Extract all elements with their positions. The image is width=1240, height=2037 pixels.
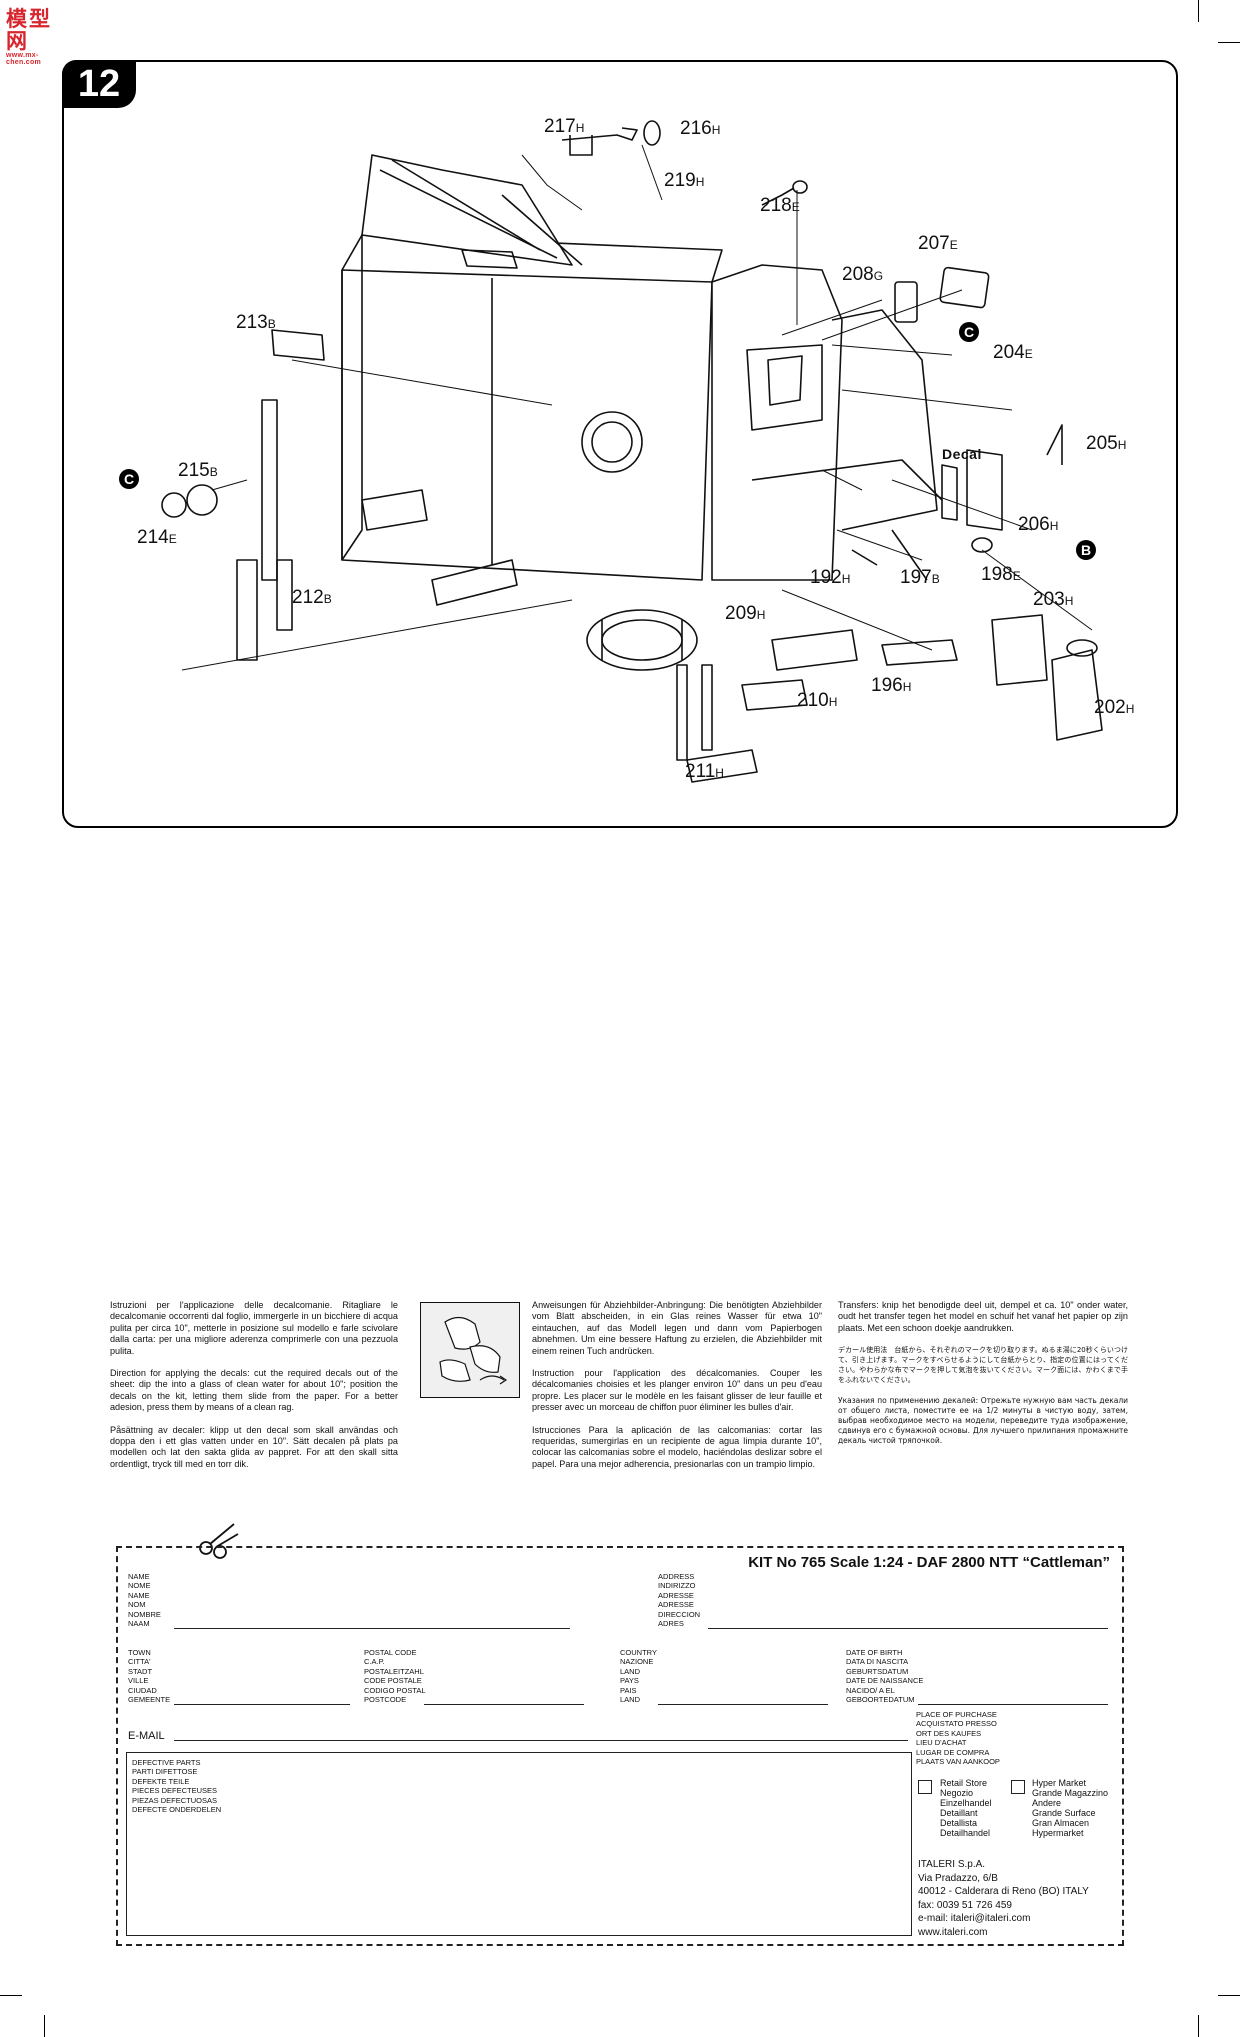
name-label: NAME NOME NAME NOM NOMBRE NAAM <box>128 1572 161 1629</box>
instruction-text: デカール使用法 台紙から、それぞれのマークを切り取ります。ぬるま湯に20秒くらい… <box>838 1346 1128 1385</box>
instruction-text: Istruzioni per l'applicazione delle deca… <box>110 1300 398 1356</box>
hyper-market-label: Hyper Market Grande Magazzino Andere Gra… <box>1032 1778 1109 1838</box>
marker-c: C <box>959 322 979 342</box>
email-field[interactable] <box>174 1740 908 1741</box>
part-label: 198E <box>981 564 1021 585</box>
instruction-text: Указания по применению декалей: Отрежьте… <box>838 1396 1128 1446</box>
date-of-birth-label: DATE OF BIRTH DATA DI NASCITA GEBURTSDAT… <box>846 1648 924 1705</box>
part-label: 216H <box>680 118 721 139</box>
step-number: 12 <box>62 60 136 108</box>
part-label: 218E <box>760 195 800 216</box>
defective-parts-label: DEFECTIVE PARTS PARTI DIFETTOSE DEFEKTE … <box>132 1758 222 1815</box>
part-label: 203H <box>1033 589 1074 610</box>
part-label: 214E <box>137 527 177 548</box>
crop-mark <box>1198 0 1199 22</box>
part-label: 196H <box>871 675 912 696</box>
town-field[interactable] <box>174 1704 350 1705</box>
part-label: 202H <box>1094 697 1135 718</box>
instruction-text: Transfers: knip het benodigde deel uit, … <box>838 1300 1128 1333</box>
logo-text: 模型网 <box>6 7 52 53</box>
country-field[interactable] <box>658 1704 828 1705</box>
crop-mark <box>0 1995 22 1996</box>
instructions-col-2: Anweisungen für Abziehbilder-Anbringung:… <box>532 1300 822 1481</box>
defective-parts-field[interactable] <box>126 1752 912 1936</box>
step-frame <box>62 60 1178 828</box>
instructions-col-3: Transfers: knip het benodigde deel uit, … <box>838 1300 1128 1457</box>
part-label: 204E <box>993 342 1033 363</box>
instruction-text: Anweisungen für Abziehbilder-Anbringung:… <box>532 1300 822 1356</box>
instruction-text: Instruction pour l'application des décal… <box>532 1368 822 1413</box>
part-label: 209H <box>725 603 766 624</box>
assembly-diagram <box>161 120 1103 783</box>
site-logo: 模型网 www.mx-chen.com <box>6 8 68 66</box>
place-of-purchase-label: PLACE OF PURCHASE ACQUISTATO PRESSO ORT … <box>916 1710 1000 1767</box>
crop-mark <box>44 2015 45 2037</box>
part-label: 208G <box>842 264 884 285</box>
part-label: 210H <box>797 690 838 711</box>
postal-code-field[interactable] <box>424 1704 584 1705</box>
registration-form: KIT No 765 Scale 1:24 - DAF 2800 NTT “Ca… <box>116 1546 1124 1946</box>
marker-b: B <box>1076 540 1096 560</box>
town-label: TOWN CITTA' STADT VILLE CIUDAD GEMEENTE <box>128 1648 171 1705</box>
instruction-text: Istrucciones Para la aplicación de las c… <box>532 1424 822 1469</box>
crop-mark <box>1198 2015 1199 2037</box>
postal-code-label: POSTAL CODE C.A.P. POSTALEITZAHL CODE PO… <box>364 1648 426 1705</box>
address-label: ADDRESS INDIRIZZO ADRESSE ADRESSE DIRECC… <box>658 1572 701 1629</box>
logo-url: www.mx-chen.com <box>6 52 42 66</box>
country-label: COUNTRY NAZIONE LAND PAYS PAIS LAND <box>620 1648 657 1705</box>
part-label: 205H <box>1086 433 1127 454</box>
address-field[interactable] <box>708 1628 1108 1629</box>
name-field[interactable] <box>174 1628 570 1629</box>
email-label: E-MAIL <box>128 1730 165 1742</box>
crop-mark <box>1218 42 1240 43</box>
instructions-col-1: Istruzioni per l'applicazione delle deca… <box>110 1300 398 1481</box>
crop-mark <box>1218 1995 1240 1996</box>
retail-store-checkbox[interactable] <box>918 1780 932 1794</box>
part-label: 211H <box>685 761 724 782</box>
part-label: 215B <box>178 460 218 481</box>
part-label: 197B <box>900 567 940 588</box>
part-label: 206H <box>1018 514 1059 535</box>
decal-application-illustration <box>420 1302 520 1398</box>
hyper-market-checkbox[interactable] <box>1011 1780 1025 1794</box>
part-label: 212B <box>292 587 332 608</box>
kit-title: KIT No 765 Scale 1:24 - DAF 2800 NTT “Ca… <box>748 1554 1110 1571</box>
part-label: 207E <box>918 233 958 254</box>
instruction-text: Direction for applying the decals: cut t… <box>110 1368 398 1413</box>
marker-c: C <box>119 469 139 489</box>
part-label: 217H <box>544 116 585 137</box>
date-of-birth-field[interactable] <box>918 1704 1108 1705</box>
decal-label: Decal <box>942 446 982 462</box>
part-label: 213B <box>236 312 276 333</box>
instruction-text: Påsättning av decaler: klipp ut den deca… <box>110 1424 398 1469</box>
part-label: 219H <box>664 170 705 191</box>
part-label: 192H <box>810 567 851 588</box>
retail-store-label: Retail Store Negozio Einzelhandel Detail… <box>940 1778 992 1838</box>
company-address: ITALERI S.p.A. Via Pradazzo, 6/B 40012 -… <box>918 1859 1089 1938</box>
